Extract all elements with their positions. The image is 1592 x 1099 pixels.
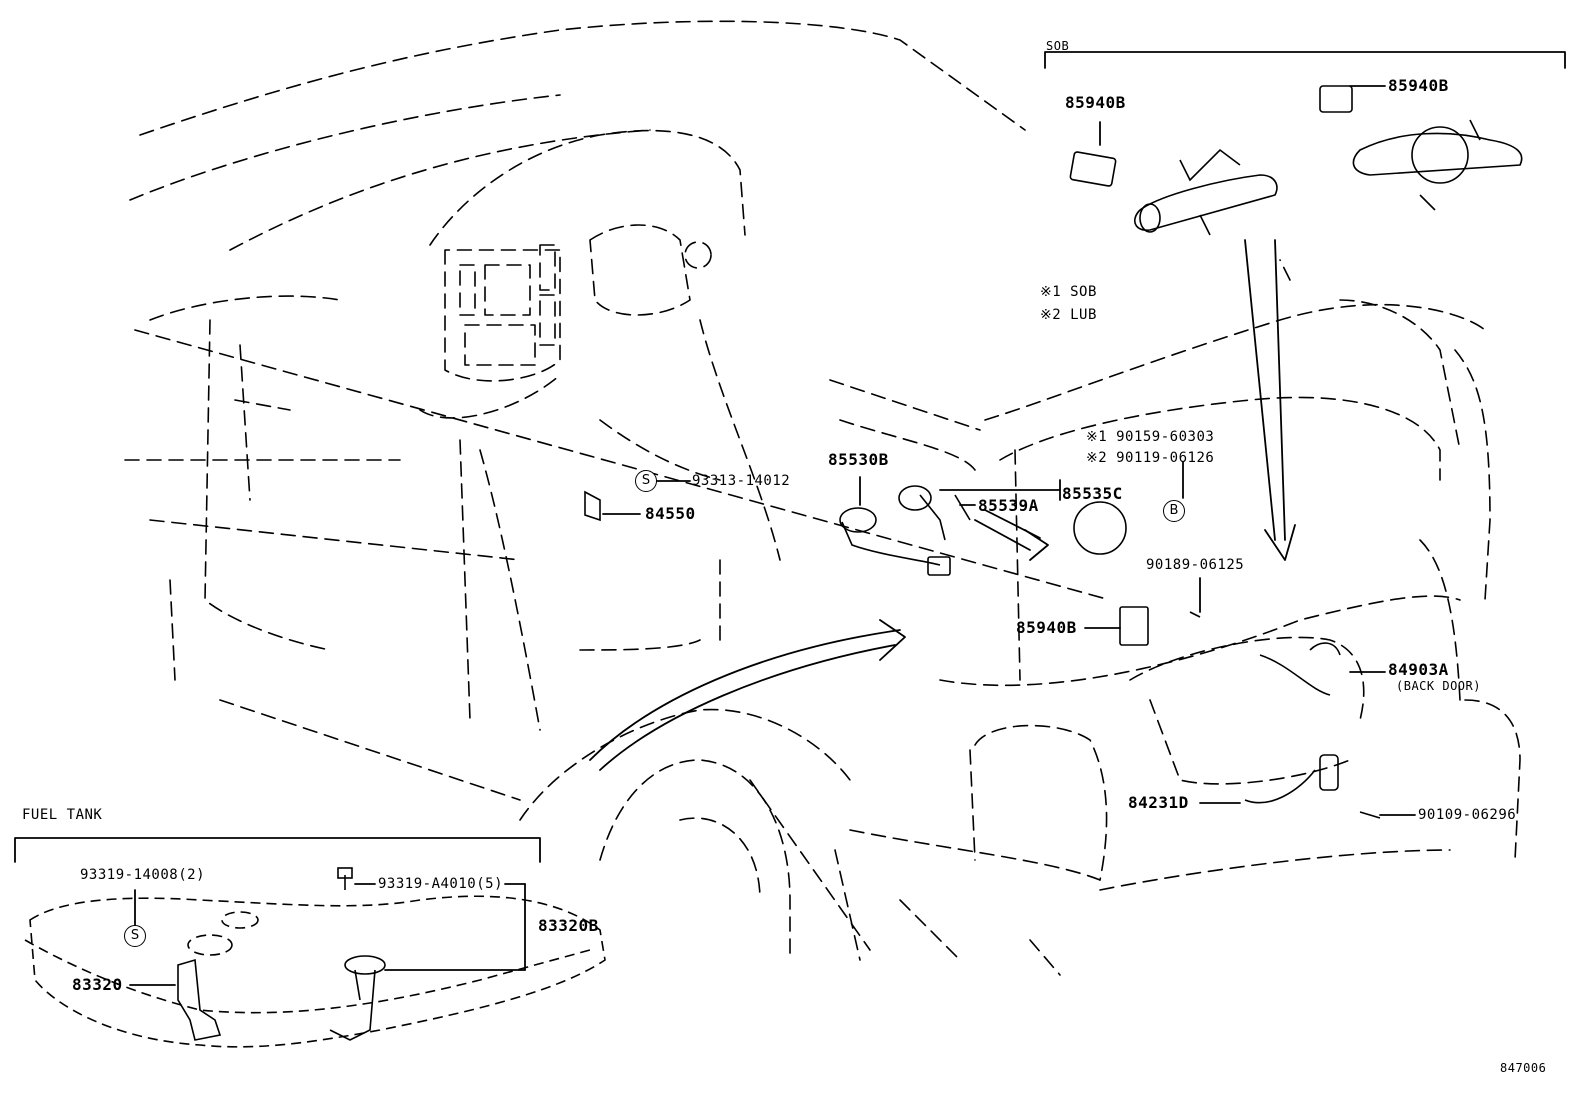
part-label-90159-60303[interactable]: ※1 90159-60303 bbox=[1086, 429, 1215, 445]
s-symbol-marker: S bbox=[635, 470, 657, 492]
part-label-90109-06296[interactable]: 90109-06296 bbox=[1418, 807, 1517, 823]
fuel-tank-section-header: FUEL TANK bbox=[22, 807, 103, 823]
legend-line-2: ※2 LUB bbox=[1040, 307, 1097, 323]
legend-line-1: ※1 SOB bbox=[1040, 284, 1097, 300]
part-label-83320B[interactable]: 83320B bbox=[538, 916, 599, 935]
sob-section-header: SOB bbox=[1046, 39, 1070, 53]
part-label-90119-06126[interactable]: ※2 90119-06126 bbox=[1086, 450, 1215, 466]
s-symbol-marker-fuel: S bbox=[124, 925, 146, 947]
part-label-84903A[interactable]: 84903A bbox=[1388, 660, 1449, 679]
part-label-85940B-right[interactable]: 85940B bbox=[1388, 76, 1449, 95]
part-label-85530B[interactable]: 85530B bbox=[828, 450, 889, 469]
part-label-85940B-left[interactable]: 85940B bbox=[1065, 93, 1126, 112]
part-label-93313-14012[interactable]: 93313-14012 bbox=[692, 473, 791, 489]
part-label-93319-14008[interactable]: 93319-14008(2) bbox=[80, 867, 206, 883]
part-label-93319-A4010[interactable]: 93319-A4010(5) bbox=[378, 876, 504, 892]
part-label-85940B-center[interactable]: 85940B bbox=[1016, 618, 1077, 637]
part-label-84231D[interactable]: 84231D bbox=[1128, 793, 1189, 812]
b-symbol-marker: B bbox=[1163, 500, 1185, 522]
part-label-90189-06125[interactable]: 90189-06125 bbox=[1146, 557, 1245, 573]
diagram-id: 847006 bbox=[1500, 1061, 1547, 1075]
part-note-back-door: (BACK DOOR) bbox=[1396, 679, 1481, 693]
part-label-83320[interactable]: 83320 bbox=[72, 975, 123, 994]
part-label-85535C[interactable]: 85535C bbox=[1062, 484, 1123, 503]
part-label-85539A[interactable]: 85539A bbox=[978, 496, 1039, 515]
part-label-84550[interactable]: 84550 bbox=[645, 504, 696, 523]
